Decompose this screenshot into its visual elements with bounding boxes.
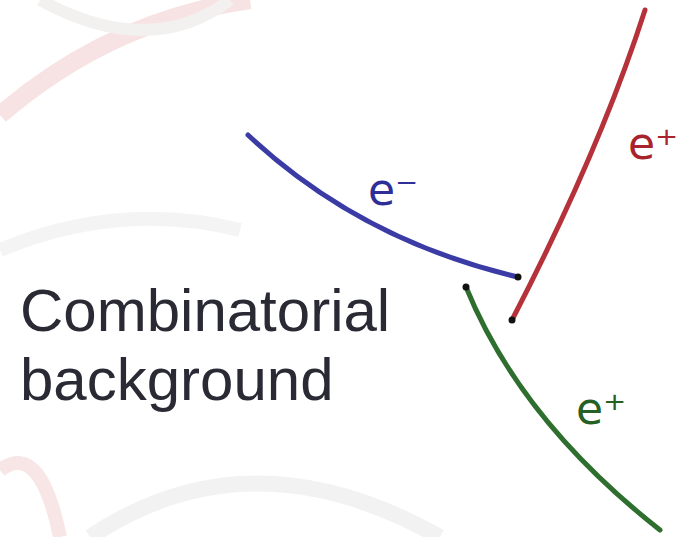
track-end-dot [509,317,516,324]
watermark-arc [40,0,230,30]
electron-track [248,135,518,277]
watermark-arc [0,463,60,537]
watermark-arcs [0,0,440,537]
positron-track [512,10,645,320]
track-end-dot [515,274,522,281]
particle-label: e⁺ [576,385,626,433]
watermark-arc [90,484,440,537]
watermark-arc [0,219,240,250]
watermark-arc [0,0,250,115]
particle-label: e⁺ [628,120,678,168]
slide-text: Combinatorial background [20,276,440,414]
positron-track [466,287,660,530]
track-end-dot [463,284,470,291]
particle-label: e⁻ [368,166,418,214]
